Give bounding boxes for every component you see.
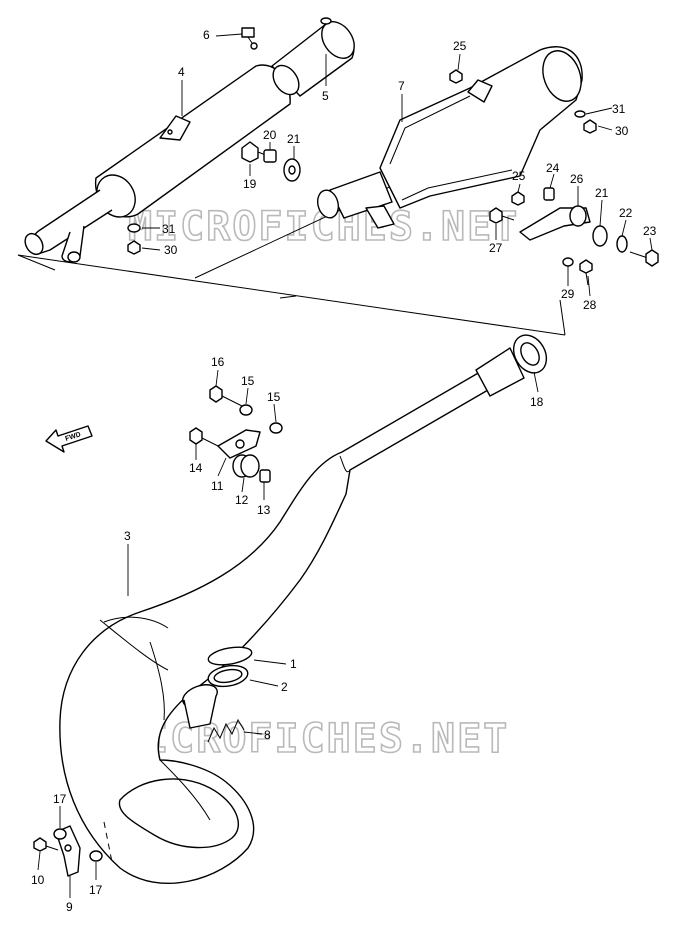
nut-part-30a [127, 240, 141, 255]
callout-27: 27 [489, 241, 503, 255]
nut-part-25b [511, 191, 525, 206]
callout-18: 18 [530, 395, 544, 409]
bolt-part-16 [209, 385, 243, 407]
collar-part-13 [259, 469, 271, 483]
grommet-part-21a [283, 158, 301, 182]
fwd-label: FWD [64, 431, 81, 443]
washer-part-31a [127, 223, 141, 233]
fwd-arrow-icon: FWD [45, 425, 93, 453]
callout-21a: 21 [287, 132, 301, 146]
callout-11: 11 [211, 479, 224, 493]
bolt-part-27 [489, 207, 515, 224]
spring-part-8 [207, 718, 245, 743]
bracket-part-26 [519, 205, 591, 241]
callout-14: 14 [189, 461, 203, 475]
bolt-part-14 [189, 427, 219, 447]
callout-22: 22 [619, 206, 633, 220]
callout-20: 20 [263, 128, 277, 142]
callout-12: 12 [235, 493, 249, 507]
callout-7: 7 [398, 79, 405, 93]
callout-13: 13 [257, 503, 271, 517]
callout-3: 3 [124, 529, 131, 543]
washer-part-15a [239, 404, 253, 416]
gasket-part-1 [207, 646, 253, 666]
callout-17a: 17 [53, 792, 67, 806]
callout-15a: 15 [241, 374, 255, 388]
muffler-part-7 [316, 46, 583, 229]
callout-24: 24 [546, 161, 560, 175]
grommet-part-12 [232, 454, 260, 478]
nut-part-25a [449, 69, 463, 84]
callout-23: 23 [643, 224, 657, 238]
callout-31b: 31 [612, 102, 626, 116]
silencer-part-4 [24, 64, 291, 263]
bolt-part-19 [241, 141, 269, 163]
callout-17b: 17 [89, 883, 103, 897]
washer-part-31b [574, 110, 586, 118]
callout-31a: 31 [162, 222, 176, 236]
callout-1: 1 [290, 657, 297, 671]
washer-part-17b [89, 850, 103, 862]
callout-25a: 25 [453, 39, 467, 53]
bolt-part-23 [629, 249, 659, 267]
collar-part-20 [263, 149, 277, 163]
callout-30a: 30 [164, 243, 178, 257]
joint-rubber-part-18 [475, 334, 548, 397]
callout-9: 9 [66, 900, 73, 914]
callout-10: 10 [31, 873, 45, 887]
callout-4: 4 [178, 65, 185, 79]
callout-30b: 30 [615, 124, 629, 138]
callout-25b: 25 [512, 169, 526, 183]
callout-29: 29 [561, 287, 575, 301]
callout-15b: 15 [267, 390, 281, 404]
callout-26: 26 [570, 172, 584, 186]
washer-part-17a [53, 828, 67, 840]
bracket-part-11 [217, 429, 261, 459]
callout-28: 28 [583, 298, 597, 312]
callout-19: 19 [243, 177, 257, 191]
callout-5: 5 [322, 89, 329, 103]
callout-21b: 21 [595, 186, 609, 200]
washer-part-29 [562, 257, 574, 267]
washer-part-15b [269, 422, 283, 434]
callout-labels: 4 5 6 7 25 31 30 20 21 19 31 30 24 25 26… [31, 28, 657, 914]
bolt-part-6 [241, 27, 258, 50]
washer-part-22 [616, 235, 628, 253]
tailpipe-part-5 [271, 17, 355, 97]
leader-lines [37, 33, 653, 898]
callout-16: 16 [211, 355, 225, 369]
grommet-part-21b [592, 225, 608, 247]
watermark-lower: MICROFICHES.NET [118, 716, 509, 762]
callout-2: 2 [281, 680, 288, 694]
callout-6: 6 [203, 28, 210, 42]
bolt-part-28 [579, 259, 593, 286]
callout-8: 8 [264, 728, 271, 742]
nut-part-10 [33, 837, 59, 852]
gasket-part-2 [207, 664, 249, 688]
washer-part-24 [543, 187, 555, 201]
header-flange [182, 684, 218, 729]
bolt-part-30b [583, 119, 597, 134]
expansion-chamber-part-3 [59, 371, 489, 884]
